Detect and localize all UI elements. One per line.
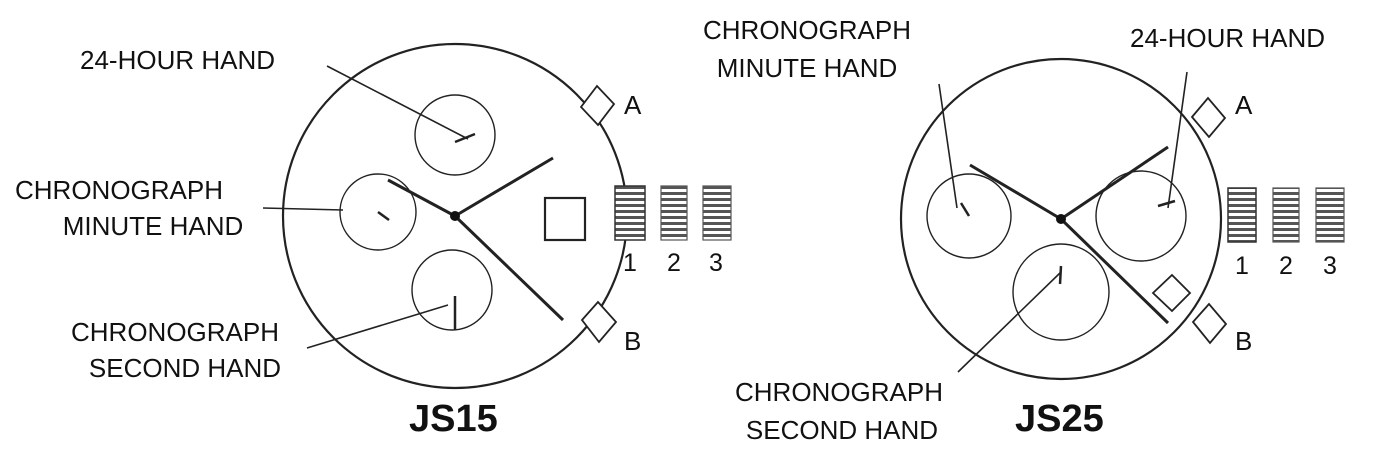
js25-minute-hand: [959, 202, 971, 217]
js15-minute-hand: [377, 210, 390, 222]
js15-crown-label-3: 3: [709, 249, 723, 277]
js15-label-chrono-second-2: SECOND HAND: [88, 353, 282, 383]
js15-pusher-b: [580, 300, 618, 344]
js25-label-chrono-minute-1: CHRONOGRAPH: [702, 15, 911, 45]
js15-crown-pos-1: [614, 185, 646, 241]
js15-leader-minute: [262, 207, 344, 211]
js25-label-24h: 24-HOUR HAND: [1130, 23, 1326, 53]
js25-pusher-b: [1191, 302, 1228, 345]
js25-24h-hand: [1157, 199, 1176, 208]
js15-crown-label-2: 2: [667, 249, 681, 277]
js15-pusher-a: [579, 84, 616, 127]
js15-center-pin: [450, 211, 460, 221]
js25-leader-second: [957, 271, 1062, 373]
js25-crown-pos-3: [1315, 187, 1345, 243]
js15-hour-hand: [454, 156, 554, 218]
js25-button-a-label: A: [1235, 90, 1253, 120]
js25-label-chrono-second-2: SECOND HAND: [745, 415, 939, 445]
js15-subdial-minute: [339, 173, 417, 251]
js25-date-window: [1151, 273, 1192, 313]
js25-hour-hand: [969, 163, 1062, 221]
js25-subdial-24h: [1095, 170, 1187, 262]
js25-button-b-label: B: [1235, 326, 1253, 356]
js15-subdial-second: [411, 249, 493, 331]
js25-center-pin: [1056, 214, 1066, 224]
js25-label-chrono-minute-2: MINUTE HAND: [716, 53, 898, 83]
js25-case: [899, 57, 1223, 381]
js15-title: JS15: [409, 398, 498, 440]
js25-main-minute-hand: [1060, 145, 1169, 221]
js15-label-24h: 24-HOUR HAND: [80, 45, 276, 75]
js15-subdial-24h: [414, 94, 496, 176]
js15-button-a-label: A: [624, 90, 642, 120]
js25-leader-minute: [938, 83, 958, 209]
js25-subdial-second: [1012, 243, 1110, 341]
js25-crown-pos-1: [1227, 187, 1257, 243]
js15-label-chrono-second-1: CHRONOGRAPH: [70, 317, 279, 347]
js25-crown-label-3: 3: [1323, 252, 1337, 280]
js15-crown-pos-3: [702, 185, 732, 241]
js15-crown-pos-2: [660, 185, 688, 241]
js25-watch: [899, 57, 1345, 381]
js25-leader-24h: [1167, 71, 1188, 209]
js15-button-b-label: B: [624, 326, 642, 356]
js25-label-chrono-second-1: CHRONOGRAPH: [734, 377, 943, 407]
js25-pusher-a: [1190, 96, 1227, 139]
js25-main-second-hand: [1059, 217, 1170, 325]
js15-watch: [262, 42, 732, 390]
js15-main-second-hand: [453, 214, 565, 322]
js15-leader-24h: [326, 65, 469, 140]
js15-label-chrono-minute-2: MINUTE HAND: [62, 211, 244, 241]
js25-crown-label-1: 1: [1235, 252, 1249, 280]
js15-crown-label-1: 1: [623, 249, 637, 277]
js25-second-hand: [1058, 265, 1063, 285]
js15-label-chrono-minute-1: CHRONOGRAPH: [14, 175, 223, 205]
js25-crown-label-2: 2: [1279, 252, 1293, 280]
js15-leader-second: [306, 304, 449, 349]
js25-subdial-minute: [926, 173, 1012, 259]
js15-main-minute-hand: [387, 178, 456, 218]
js25-title: JS25: [1015, 398, 1104, 440]
js25-crown-pos-2: [1272, 187, 1300, 243]
js15-date-window: [543, 196, 587, 242]
